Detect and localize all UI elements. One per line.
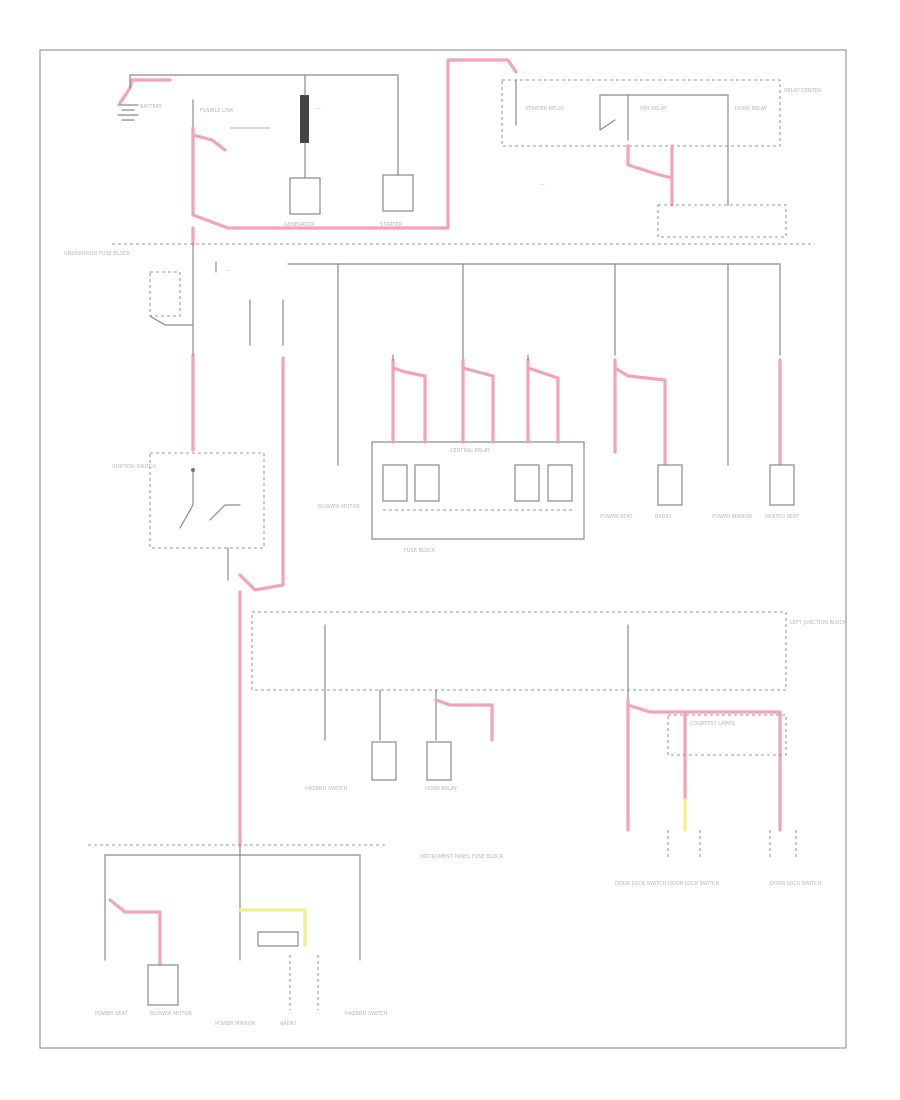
starter-relay-label: STARTER RELAY [525,106,565,112]
instrument-panel-fuse-block-label: INSTRUMENT PANEL FUSE BLOCK [420,854,504,860]
blower-motor-bottom-label: BLOWER MOTOR [150,1011,192,1017]
underhood-fuse-block-label: UNDERHOOD FUSE BLOCK [64,251,131,257]
left-junction-section: LEFT JUNCTION BLOCK HAZARD SWITCH HORN R… [251,611,847,887]
fan-relay-label: FAN RELAY [640,106,668,112]
ip-fuse-section: POWER SEAT BLOWER MOTOR POWER MIRROR RAD… [95,844,388,1027]
fuse-block-caption: FUSE BLOCK [404,548,436,554]
power-seat-label: POWER SEAT [600,514,633,520]
door-lock-switch-label-1: DOOR LOCK SWITCH [615,881,667,887]
power-mirror-bottom-label: POWER MIRROR [215,1021,256,1027]
horn-relay-branch-label: HORN RELAY [425,786,458,792]
hazard-switch-label: HAZARD SWITCH [305,786,348,792]
hazard-switch-bottom-label: HAZARD SWITCH [345,1011,388,1017]
diagram-frame [39,49,847,1049]
relay-center-section: RELAY CENTER STARTER RELAY FAN RELAY HOR… [501,79,822,238]
ignition-switch-box [149,452,265,549]
power-seat-bottom-label: POWER SEAT [95,1011,128,1017]
power-mirror-label: POWER MIRROR [712,514,753,520]
ignition-switch-label: IGNITION SWITCH [112,464,156,470]
heated-seat-label: HEATED SEAT [765,514,800,520]
generator-box [289,177,321,215]
fusible-element-icon [300,95,309,143]
battery-label: BATTERY [140,104,163,110]
relay-note-text: — [540,182,545,188]
door-lock-switch-label-2: DOOR LOCK SWITCH [668,881,720,887]
generator-label: GENERATOR [284,222,315,228]
charging-starting-section: BATTERY FUSIBLE LINK — GENERATOR STARTER [117,58,518,246]
relay-center-label: RELAY CENTER [784,88,822,94]
left-junction-block-label: LEFT JUNCTION BLOCK [790,620,847,626]
central-relay-title: CENTRAL RELAY [450,448,491,454]
battery-icon [117,104,139,121]
starter-label: STARTER [380,222,403,228]
door-lock-switch-label-3: DOOR LOCK SWITCH [770,881,822,887]
radio-bottom-label: RADIO [280,1021,296,1027]
fuse-label-1: — [225,268,230,274]
underhood-distribution: — CENTRAL RELAY FUSE BLOCK [112,243,800,847]
courtesy-lamps-label: COURTESY LAMPS [690,721,735,727]
generator-link-label: — [316,106,321,112]
fusible-link-label: FUSIBLE LINK [200,108,234,114]
starter-box [382,174,414,212]
radio-label: RADIO [655,514,671,520]
blower-motor-label: BLOWER MOTOR [318,504,360,510]
horn-relay-label: HORN RELAY [735,106,768,112]
